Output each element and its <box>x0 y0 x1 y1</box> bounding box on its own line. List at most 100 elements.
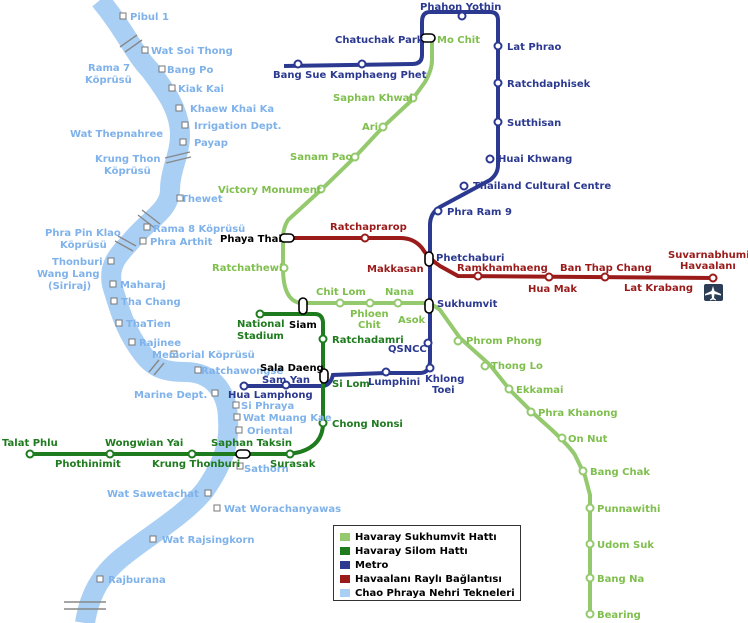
label-thonburi-2: Wang Lang <box>37 269 100 280</box>
label-asok: Asok <box>398 315 426 326</box>
legend-swatch <box>340 547 350 555</box>
label-irrigation-dept: Irrigation Dept. <box>194 121 281 132</box>
label-krung-thon-1: Krung Thon <box>95 154 161 165</box>
label-marine-dept: Marine Dept. <box>134 390 207 401</box>
label-rama7-2: Köprüsü <box>85 75 132 86</box>
label-nana: Nana <box>385 287 414 298</box>
label-lat-krabang: Lat Krabang <box>624 283 693 294</box>
label-maharaj: Maharaj <box>120 280 166 291</box>
label-national-stadium-2: Stadium <box>237 331 284 342</box>
label-thonburi-1: Thonburi <box>52 257 103 268</box>
legend-swatch <box>340 589 350 597</box>
label-hua-lamphong: Hua Lamphong <box>228 390 313 401</box>
label-thewet: Thewet <box>181 194 223 205</box>
label-wat-thepnahree: Wat Thepnahree <box>70 129 163 140</box>
label-payap: Payap <box>194 138 228 149</box>
label-phra-arthit: Phra Arthit <box>150 237 213 248</box>
label-wat-sawetachat: Wat Sawetachat <box>107 489 199 500</box>
label-chatuchak-park: Chatuchak Park <box>335 35 424 46</box>
label-ramkhamhaeng: Ramkhamhaeng <box>457 263 548 274</box>
legend-label: Havaray Silom Hattı <box>355 545 468 557</box>
metro-stations <box>239 11 503 391</box>
label-siam: Siam <box>289 320 317 331</box>
label-bang-sue: Bang Sue <box>273 70 326 81</box>
label-phra-pin-klao-2: Köprüsü <box>60 240 107 251</box>
label-ratchathewi: Ratchathewi <box>212 263 282 274</box>
label-phloen-chit-2: Chit <box>358 320 381 331</box>
legend-item-metro: Metro <box>340 558 520 572</box>
label-on-nut: On Nut <box>568 434 608 445</box>
legend-swatch <box>340 561 350 569</box>
label-thong-lo: Thong Lo <box>491 361 543 372</box>
metro-line <box>244 10 500 388</box>
label-national-stadium-1: National <box>237 319 285 330</box>
label-bearing: Bearing <box>597 610 641 621</box>
label-phrom-phong: Phrom Phong <box>466 336 542 347</box>
label-si-phraya: Si Phraya <box>241 401 294 412</box>
map-legend: Havaray Sukhumvit Hattı Havaray Silom Ha… <box>333 525 521 601</box>
label-saphan-taksin: Saphan Taksin <box>211 438 292 449</box>
label-lumphini: Lumphini <box>368 377 420 388</box>
label-chit-lom: Chit Lom <box>316 287 366 298</box>
label-wat-worachanyawas: Wat Worachanyawas <box>224 504 341 515</box>
label-rajburana: Rajburana <box>108 575 166 586</box>
label-huai-khwang: Huai Khwang <box>498 154 572 165</box>
river-piers <box>96 12 244 583</box>
label-khlong-toei-1: Khlong <box>425 374 464 385</box>
label-kiak-kai: Kiak Kai <box>178 84 224 95</box>
label-hua-mak: Hua Mak <box>528 284 577 295</box>
label-ratchaprarop: Ratchaprarop <box>330 222 407 233</box>
label-phaya-thai: Phaya Thai <box>220 234 282 245</box>
legend-label: Havaalanı Raylı Bağlantısı <box>355 573 502 585</box>
silom-stations <box>25 309 328 459</box>
airplane-icon <box>704 284 723 301</box>
label-sam-yan: Sam Yan <box>262 375 310 386</box>
label-thonburi-3: (Siriraj) <box>48 281 91 292</box>
legend-label: Metro <box>355 559 389 571</box>
silom-line <box>30 312 325 456</box>
label-ari: Ari <box>362 122 378 133</box>
label-phahon-yothin: Phahon Yothin <box>420 2 501 13</box>
label-sala-daeng: Sala Daeng <box>260 363 324 374</box>
interchange-stations <box>235 33 436 459</box>
legend-label: Havaray Sukhumvit Hattı <box>355 531 497 543</box>
label-saphan-khwai: Saphan Khwai <box>333 93 413 104</box>
label-thatien: ThaTien <box>126 319 171 330</box>
label-punnawithi: Punnawithi <box>597 504 660 515</box>
label-rama7-1: Rama 7 <box>88 63 130 74</box>
label-sukhumvit: Sukhumvit <box>437 299 498 310</box>
label-surasak: Surasak <box>270 459 316 470</box>
river-bridges <box>64 34 192 610</box>
label-ratchadaphisek: Ratchdaphisek <box>507 79 591 90</box>
label-memorial-kopru: Memorial Köprüsü <box>152 350 255 361</box>
airport-link-stations <box>360 233 718 283</box>
label-rama8: Rama 8 Köprüsü <box>153 224 245 235</box>
label-sathorn: Sathorn <box>244 464 289 475</box>
label-rajinee: Rajinee <box>139 338 181 349</box>
chao-phraya-river <box>75 0 239 623</box>
label-qsncc: QSNCC <box>388 344 427 355</box>
label-bang-na: Bang Na <box>597 574 644 585</box>
label-ekkamai: Ekkamai <box>516 385 563 396</box>
label-ban-thap-chang: Ban Thap Chang <box>560 263 652 274</box>
label-makkasan: Makkasan <box>367 264 424 275</box>
label-lat-phrao: Lat Phrao <box>507 42 562 53</box>
label-krung-thonburi: Krung Thonburi <box>152 459 240 470</box>
label-krung-thon-2: Köprüsü <box>104 166 151 177</box>
label-phra-pin-klao-1: Phra Pin Klao <box>45 228 121 239</box>
legend-label: Chao Phraya Nehri Tekneleri <box>355 587 515 599</box>
label-pibul-1: Pibul 1 <box>130 12 169 23</box>
label-phloen-chit-1: Phloen <box>350 309 389 320</box>
legend-swatch <box>340 533 350 541</box>
label-bang-po: Bang Po <box>167 65 213 76</box>
label-tha-chang: Tha Chang <box>121 297 181 308</box>
label-thailand-cultural-centre: Thailand Cultural Centre <box>473 181 611 192</box>
label-phra-ram-9: Phra Ram 9 <box>447 207 512 218</box>
sukhumvit-stations <box>279 93 595 619</box>
label-wongwian-yai: Wongwian Yai <box>105 438 183 449</box>
label-ratchawongse: Ratchawongse <box>201 366 283 377</box>
label-bang-chak: Bang Chak <box>590 467 650 478</box>
label-wat-muang-kae: Wat Muang Kae <box>243 413 332 424</box>
label-oriental: Oriental <box>247 426 293 437</box>
